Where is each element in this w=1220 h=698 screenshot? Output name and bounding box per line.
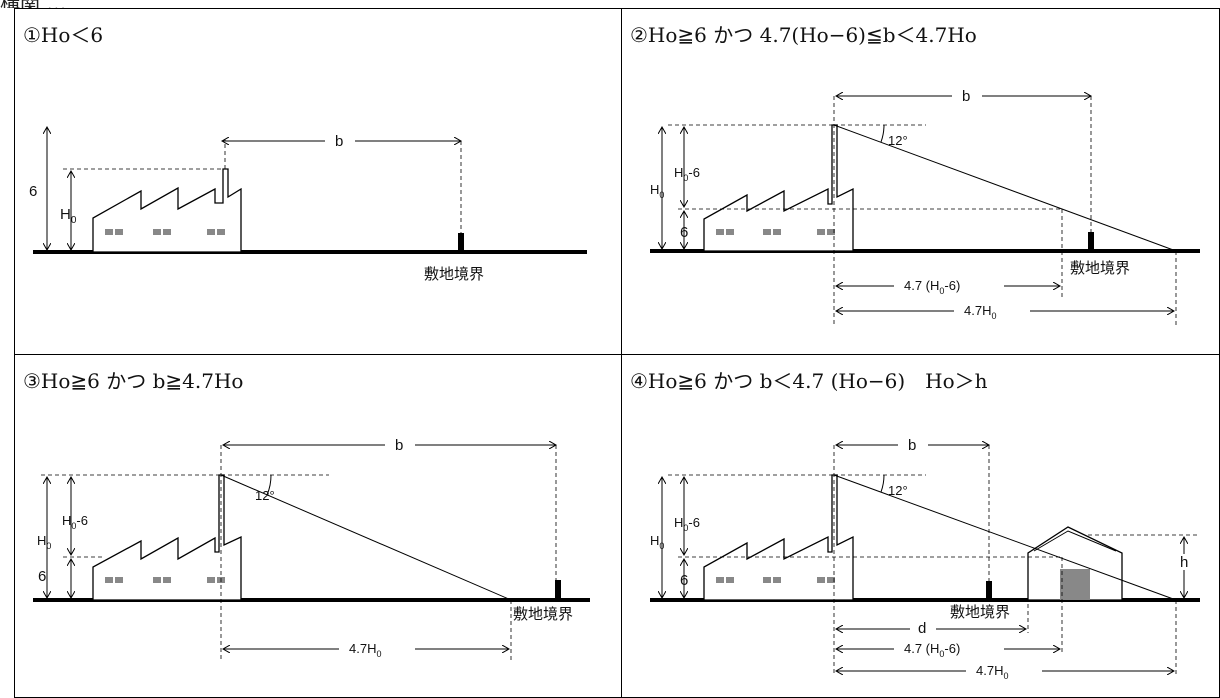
diagram-case-4: H0 H0-6 6 12° b 敷地境界 h d 4.7 (H0-6) 4.7H…: [650, 437, 1200, 681]
label-d: d: [918, 620, 926, 637]
label-h0: H0: [60, 206, 77, 226]
label-h0: H0: [650, 533, 664, 551]
factory-building: [703, 124, 854, 252]
panel-title: ④Ho≧6 かつ b＜4.7 (Ho−6) Ho＞h: [630, 369, 988, 393]
panel-title: ①Ho＜6: [23, 23, 104, 47]
label-h: h: [1180, 554, 1188, 571]
label-4-7-h0-minus-6: 4.7 (H0-6): [904, 278, 960, 296]
panel-case-1: ①Ho＜6 6 H0 b 敷地境界: [14, 8, 622, 355]
label-b: b: [395, 437, 403, 454]
label-4-7-h0: 4.7H0: [964, 303, 996, 321]
header-cut-text: 構関 …: [0, 0, 1220, 8]
label-h0-minus-6: H0-6: [62, 513, 88, 531]
panel-case-2: ②Ho≧6 かつ 4.7(Ho−6)≦b＜4.7Ho H0 H0-6 6 12°…: [621, 8, 1220, 355]
label-boundary: 敷地境界: [513, 605, 573, 623]
boundary-post: [458, 233, 464, 252]
diagram-case-2: H0 H0-6 6 12° b 敷地境界 4.7 (H0-6) 4.7H0: [650, 88, 1200, 325]
label-b: b: [962, 88, 970, 105]
label-h0: H0: [37, 533, 51, 551]
boundary-post: [555, 580, 561, 600]
label-6: 6: [29, 183, 37, 200]
label-4-7-h0: 4.7H0: [976, 663, 1008, 681]
panel-title: ③Ho≧6 かつ b≧4.7Ho: [23, 369, 244, 393]
boundary-post: [1088, 232, 1094, 251]
label-angle: 12°: [888, 483, 908, 498]
label-h0-minus-6: H0-6: [674, 515, 700, 533]
factory-building: [92, 168, 242, 253]
panel-case-3: ③Ho≧6 かつ b≧4.7Ho H0 H0-6 6 12° b: [14, 354, 622, 698]
label-6: 6: [680, 224, 688, 241]
label-h0: H0: [650, 182, 664, 200]
diagram-case-3: H0 H0-6 6 12° b 4.7H0 敷地境界: [33, 437, 590, 663]
diagram-case-1: 6 H0 b 敷地境界: [29, 9, 587, 283]
label-4-7-h0: 4.7H0: [349, 641, 381, 659]
label-h0-minus-6: H0-6: [674, 165, 700, 183]
label-6: 6: [38, 568, 46, 585]
label-angle: 12°: [888, 133, 908, 148]
label-4-7-h0-minus-6: 4.7 (H0-6): [904, 641, 960, 659]
boundary-post: [986, 581, 992, 600]
label-angle: 12°: [255, 488, 275, 503]
label-b: b: [335, 133, 343, 150]
panel-title: ②Ho≧6 かつ 4.7(Ho−6)≦b＜4.7Ho: [630, 23, 977, 47]
factory-building: [92, 474, 242, 601]
label-boundary: 敷地境界: [950, 603, 1010, 621]
factory-building: [703, 474, 854, 601]
label-b: b: [908, 437, 916, 454]
label-boundary: 敷地境界: [424, 265, 484, 283]
panel-case-4: ④Ho≧6 かつ b＜4.7 (Ho−6) Ho＞h H0 H0-6 6: [621, 354, 1220, 698]
label-6: 6: [680, 572, 688, 589]
label-boundary: 敷地境界: [1070, 259, 1130, 277]
